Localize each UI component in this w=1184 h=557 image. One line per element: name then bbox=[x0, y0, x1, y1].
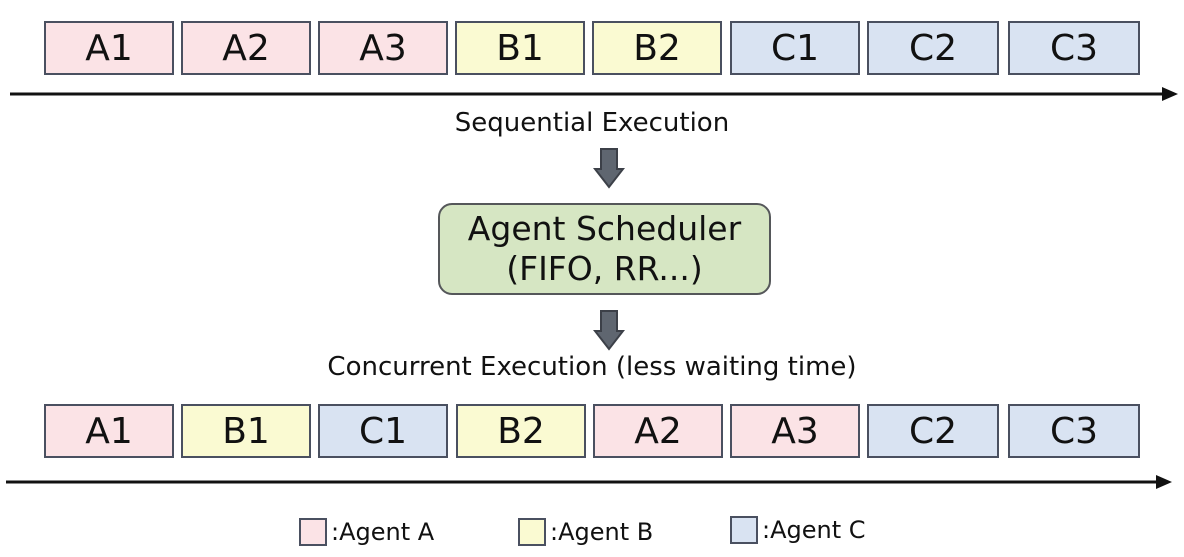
sequential-block-c3: C3 bbox=[1008, 21, 1140, 75]
sequential-block-b2: B2 bbox=[592, 21, 722, 75]
concurrent-timeline: A1 B1 C1 B2 A2 A3 C2 C3 bbox=[0, 404, 1184, 460]
sequential-block-a2: A2 bbox=[181, 21, 311, 75]
sequential-timeline: A1 A2 A3 B1 B2 C1 C2 C3 bbox=[0, 21, 1184, 77]
concurrent-caption: Concurrent Execution (less waiting time) bbox=[327, 352, 857, 382]
down-arrow-icon bbox=[593, 310, 625, 351]
legend-label-agent-a: :Agent A bbox=[331, 518, 435, 546]
legend-swatch-agent-b bbox=[518, 518, 546, 546]
sequential-time-axis bbox=[10, 87, 1178, 101]
legend-agent-b: :Agent B bbox=[518, 514, 653, 550]
legend-agent-c: :Agent C bbox=[730, 512, 866, 548]
concurrent-time-axis bbox=[6, 475, 1172, 489]
scheduler-title: Agent Scheduler bbox=[467, 209, 742, 248]
legend-swatch-agent-c bbox=[730, 516, 758, 544]
concurrent-block-b1: B1 bbox=[181, 404, 311, 458]
agent-scheduler-box: Agent Scheduler (FIFO, RR...) bbox=[438, 203, 771, 295]
sequential-block-b1: B1 bbox=[455, 21, 585, 75]
down-arrow-icon bbox=[593, 148, 625, 189]
concurrent-block-b2: B2 bbox=[456, 404, 586, 458]
concurrent-block-a2: A2 bbox=[593, 404, 723, 458]
sequential-block-a3: A3 bbox=[318, 21, 448, 75]
concurrent-block-c2: C2 bbox=[867, 404, 999, 458]
sequential-block-a1: A1 bbox=[44, 21, 174, 75]
sequential-block-c2: C2 bbox=[867, 21, 999, 75]
concurrent-block-a3: A3 bbox=[730, 404, 860, 458]
concurrent-block-c1: C1 bbox=[318, 404, 448, 458]
sequential-block-c1: C1 bbox=[730, 21, 860, 75]
scheduler-policies: (FIFO, RR...) bbox=[506, 249, 703, 288]
concurrent-block-a1: A1 bbox=[44, 404, 174, 458]
sequential-caption: Sequential Execution bbox=[454, 108, 730, 138]
legend-label-agent-c: :Agent C bbox=[762, 516, 866, 544]
legend-agent-a: :Agent A bbox=[299, 514, 434, 550]
legend-swatch-agent-a bbox=[299, 518, 327, 546]
concurrent-block-c3: C3 bbox=[1008, 404, 1140, 458]
legend-label-agent-b: :Agent B bbox=[550, 518, 654, 546]
